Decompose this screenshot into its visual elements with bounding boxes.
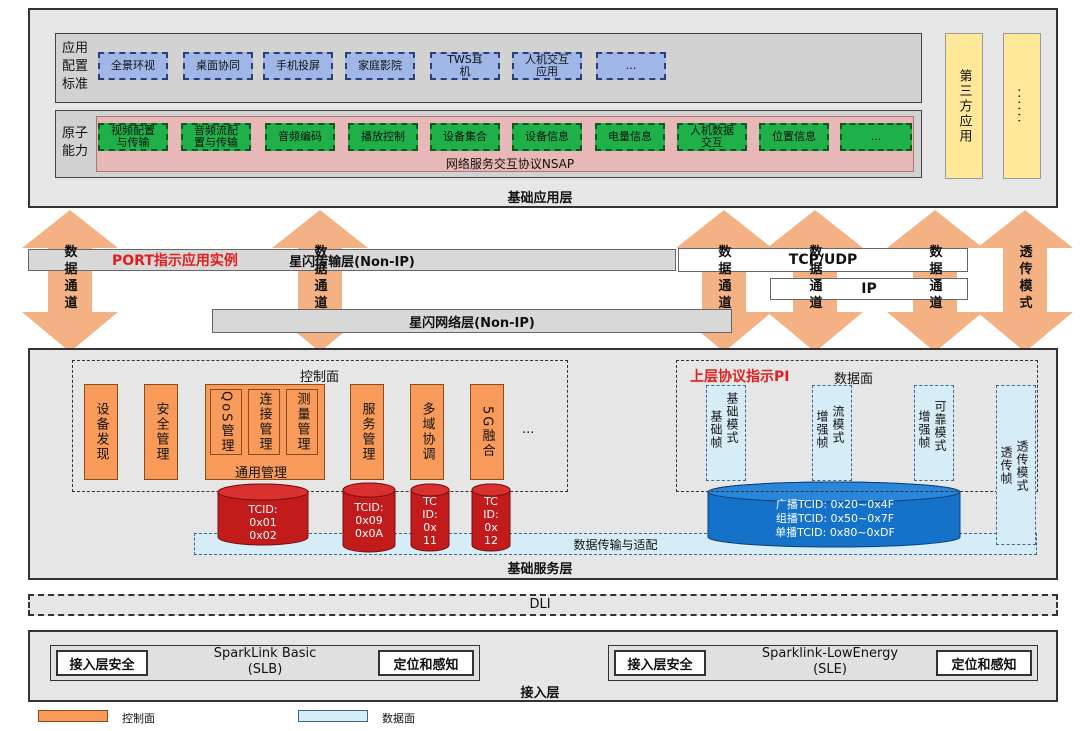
- transparent-mode: 透传模式: [1015, 440, 1029, 492]
- basic-mode-box: [706, 385, 746, 481]
- legend-data-swatch: [298, 710, 368, 722]
- multi-domain: 多域协调: [410, 384, 444, 480]
- app-ellipsis: ......: [1003, 33, 1041, 179]
- arrow-1: [22, 210, 118, 352]
- config-item: TWS耳 机: [430, 52, 500, 80]
- cylinder-blue-top: [707, 481, 961, 503]
- config-item: 桌面协同: [183, 52, 253, 80]
- broadcast-tcid: 广播TCID: 0x20~0x4F: [775, 498, 895, 511]
- arrow-label-4: 数据通道: [809, 245, 823, 311]
- cylinder-4-top: [471, 483, 511, 497]
- atomic-item: 设备集合: [430, 123, 500, 151]
- ip-box: IP: [770, 278, 968, 300]
- conn-mgmt: 连接管理: [248, 389, 280, 455]
- arrow-label-2: 数据通道: [314, 245, 328, 311]
- atomic-item: 音频流配 置与传输: [181, 123, 251, 151]
- stream-mode: 流模式: [831, 405, 845, 444]
- fiveg-fusion: 5G融合: [470, 384, 504, 480]
- tcid-4: TC ID: 0x 12: [483, 495, 499, 547]
- cylinder-3-top: [410, 483, 450, 497]
- config-item: 家庭影院: [345, 52, 415, 80]
- service-layer-title: 基础服务层: [507, 562, 573, 577]
- slb-security: 接入层安全: [56, 650, 148, 676]
- control-plane-label: 控制面: [300, 370, 340, 385]
- tcid-2: TCID: 0x09 0x0A: [354, 500, 384, 540]
- atomic-item: 视频配置 与传输: [98, 123, 168, 151]
- qos-mgmt: QoS管理: [210, 389, 242, 455]
- slb-location: 定位和感知: [378, 650, 474, 676]
- tcpudp-box: TCP/UDP: [678, 248, 968, 272]
- basic-frame: 基础帧: [709, 410, 723, 449]
- enhanced-frame: 增强帧: [815, 410, 829, 449]
- atomic-item: ...: [840, 123, 912, 151]
- device-discovery: 设备发现: [84, 384, 118, 480]
- transparent-mode-box: [996, 385, 1036, 545]
- multicast-tcid: 组播TCID: 0x50~0x7F: [775, 512, 895, 525]
- atomic-item: 电量信息: [595, 123, 665, 151]
- third-party-app: 第三方应用: [945, 33, 983, 179]
- nsap-label: 网络服务交互协议NSAP: [445, 157, 575, 171]
- cylinder-1-top: [217, 483, 309, 501]
- control-plane-frame: [72, 360, 568, 492]
- access-layer-title: 接入层: [520, 686, 560, 701]
- arrow-6: [977, 210, 1073, 352]
- arrow-label-6: 透传模式: [1019, 245, 1033, 311]
- basic-mode: 基础模式: [725, 392, 739, 444]
- atomic-item: 设备信息: [512, 123, 582, 151]
- data-plane-frame: [676, 360, 1038, 492]
- unicast-tcid: 单播TCID: 0x80~0xDF: [775, 526, 895, 539]
- reliable-mode-box: [914, 385, 954, 481]
- atomic-item: 音频编码: [265, 123, 335, 151]
- tcid-1: TCID: 0x01 0x02: [248, 502, 278, 542]
- config-item: ...: [596, 52, 666, 80]
- measure-mgmt: 测量管理: [286, 389, 318, 455]
- sle-security: 接入层安全: [614, 650, 706, 676]
- atomic-item: 位置信息: [759, 123, 829, 151]
- application-layer-title: 基础应用层: [507, 191, 573, 206]
- config-item: 全景环视: [98, 52, 168, 80]
- port-note: PORT指示应用实例: [112, 253, 238, 269]
- config-item: 手机投屏: [263, 52, 333, 80]
- config-item: 人机交互 应用: [512, 52, 582, 80]
- arrow-label-3: 数据通道: [718, 245, 732, 311]
- arrow-label-1: 数据通道: [64, 245, 78, 311]
- upper-pi-note: 上层协议指示PI: [690, 369, 790, 385]
- atomic-item: 人机数据 交互: [677, 123, 747, 151]
- config-label: 应用 配置 标准: [62, 41, 89, 92]
- dli-bar: [28, 594, 1058, 616]
- stream-mode-box: [812, 385, 852, 481]
- cylinder-2-top: [342, 482, 396, 498]
- general-mgmt-label: 通用管理: [235, 466, 288, 481]
- legend-data-label: 数据面: [382, 712, 415, 725]
- security-mgmt: 安全管理: [144, 384, 178, 480]
- data-plane-label: 数据面: [834, 372, 874, 387]
- atomic-label: 原子 能力: [62, 126, 89, 159]
- legend-control-label: 控制面: [122, 712, 155, 725]
- sle-location: 定位和感知: [936, 650, 1032, 676]
- slb-label: SparkLink Basic (SLB): [213, 646, 317, 677]
- arrow-label-5: 数据通道: [929, 245, 943, 311]
- sle-label: Sparklink-LowEnergy (SLE): [761, 646, 899, 677]
- dli-label: DLI: [529, 597, 551, 612]
- network-layer: 星闪网络层(Non-IP): [212, 309, 732, 333]
- atomic-item: 播放控制: [348, 123, 418, 151]
- transparent-frame: 透传帧: [999, 446, 1013, 485]
- transport-layer: 星闪传输层(Non-IP): [28, 249, 676, 271]
- control-dots: ...: [522, 422, 535, 437]
- enhanced-frame-2: 增强帧: [917, 410, 931, 449]
- legend-control-swatch: [38, 710, 108, 722]
- tcid-3: TC ID: 0x 11: [422, 495, 438, 547]
- service-mgmt: 服务管理: [350, 384, 384, 480]
- reliable-mode: 可靠模式: [933, 400, 947, 452]
